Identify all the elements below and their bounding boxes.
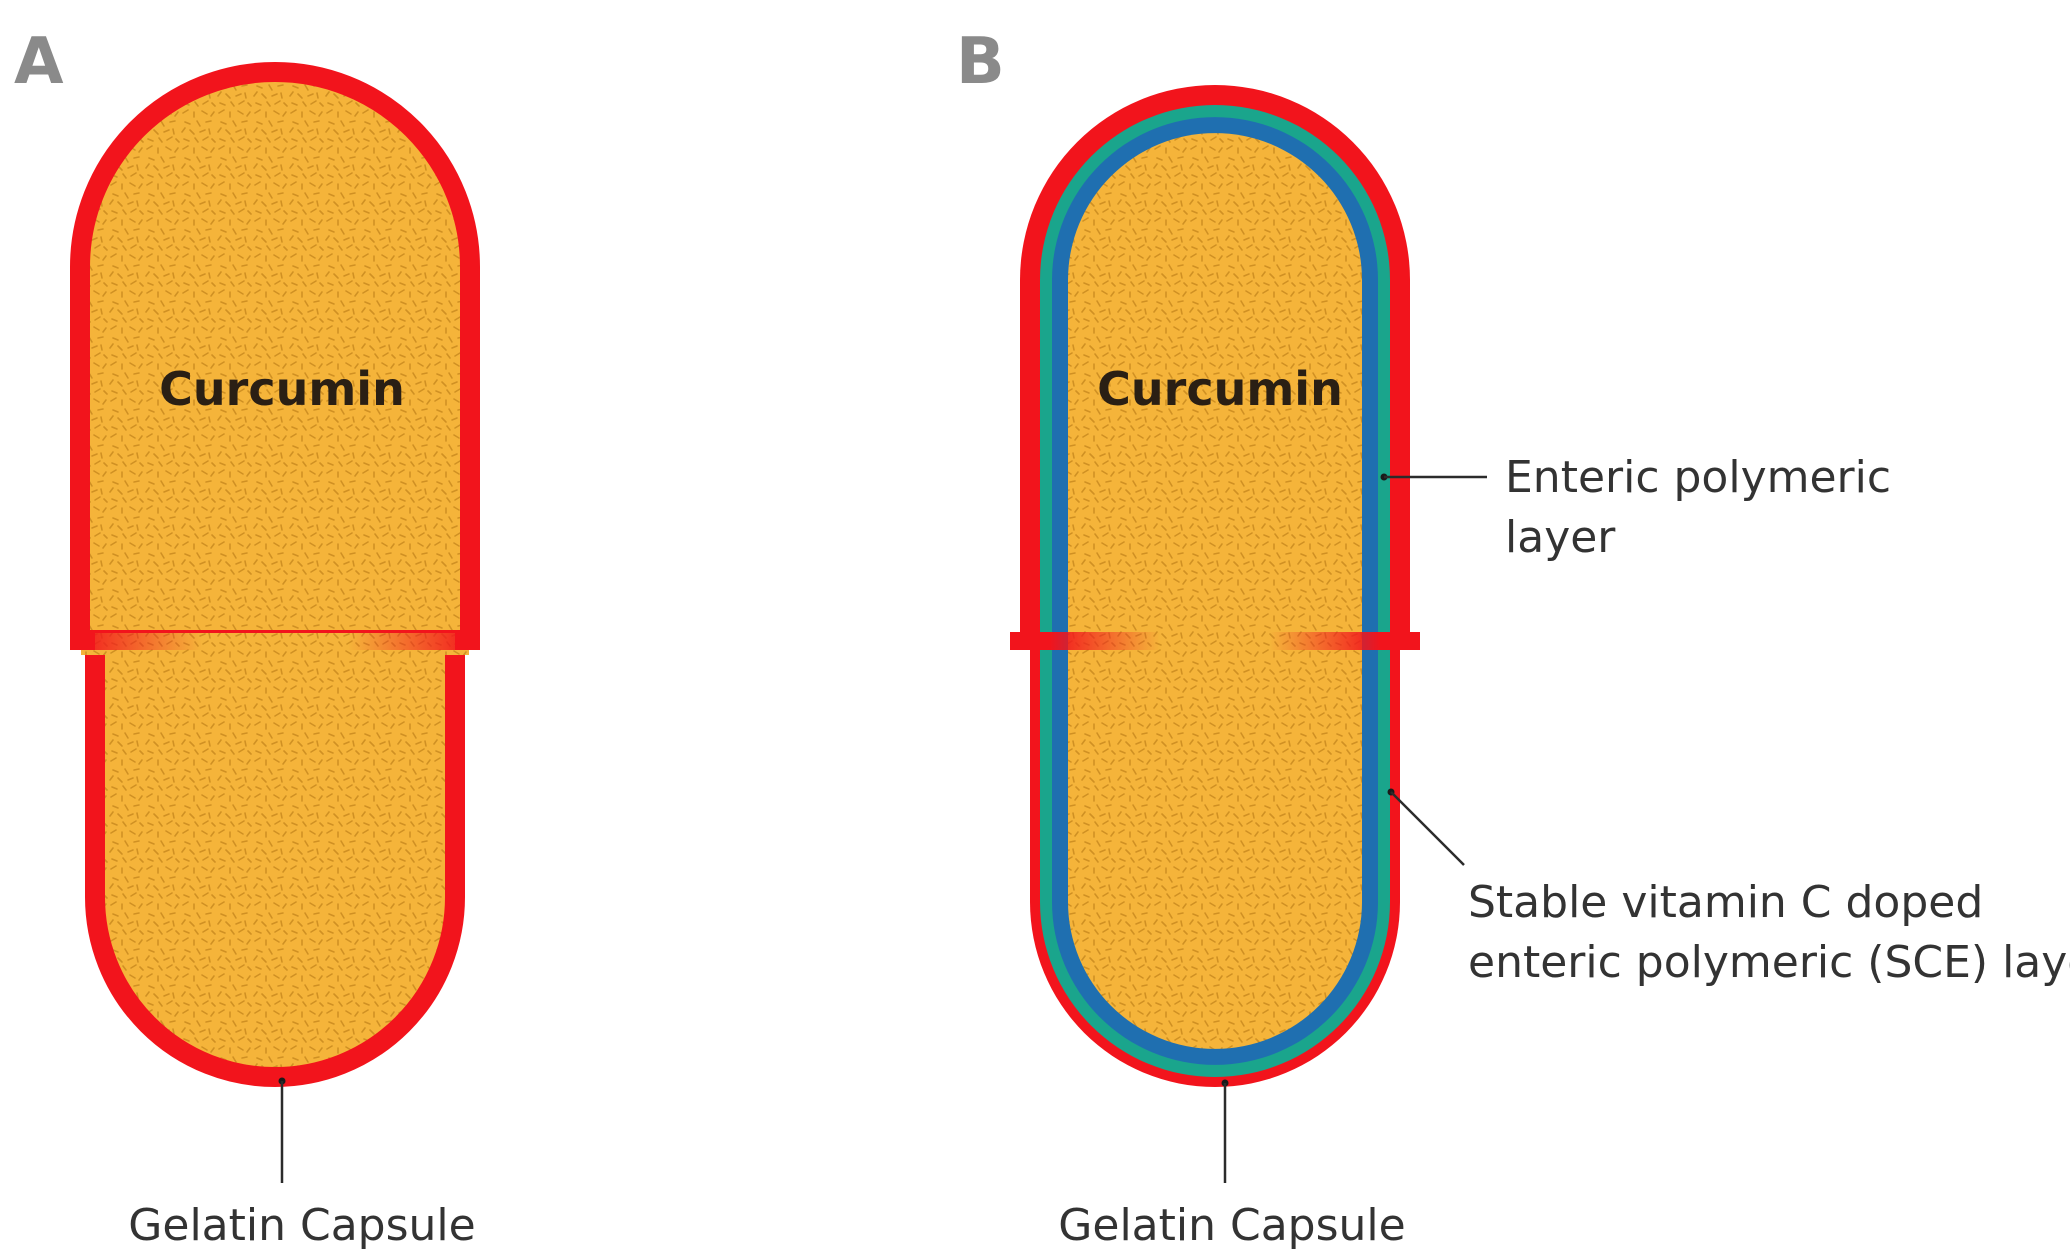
capsule-a-content-label: Curcumin: [159, 362, 405, 416]
enteric-label-line2: layer: [1505, 512, 1616, 563]
capsule-a-seam-right: [348, 632, 478, 650]
capsule-b-curcumin-fill: [1068, 133, 1362, 1049]
sce-label-line2: enteric polymeric (SCE) layer: [1468, 937, 2070, 988]
capsule-a-shell-label: Gelatin Capsule: [128, 1200, 475, 1251]
sce-label-line1: Stable vitamin C doped: [1468, 877, 1983, 928]
capsule-b-gap-right: [1400, 648, 1420, 660]
panel-b-label: B: [956, 25, 1005, 99]
sce-leader: [1390, 791, 1465, 866]
capsule-a-body: [85, 640, 465, 1087]
enteric-label-line1: Enteric polymeric: [1505, 452, 1891, 503]
capsule-a-cap: [70, 62, 480, 650]
capsule-b-seam-right: [1270, 632, 1380, 650]
panel-b: B Curcumin Enteric polymeric layer Stabl…: [956, 25, 2070, 1251]
capsule-b-content-label: Curcumin: [1097, 362, 1343, 416]
capsule-b-seam-left: [1050, 632, 1160, 650]
capsule-a-seam-left: [72, 632, 202, 650]
capsule-b-flange-left: [1010, 632, 1050, 650]
panel-a-label: A: [14, 25, 64, 99]
capsule-b-gap-left: [1010, 648, 1030, 660]
capsule-a-seam-edge-left: [72, 632, 95, 650]
capsule-a-seam-edge-right: [455, 632, 478, 650]
capsule-b-shell-label: Gelatin Capsule: [1058, 1200, 1405, 1251]
panel-a: A Curcumin Gelatin Capsule: [14, 25, 480, 1251]
capsule-b-flange-right: [1380, 632, 1420, 650]
